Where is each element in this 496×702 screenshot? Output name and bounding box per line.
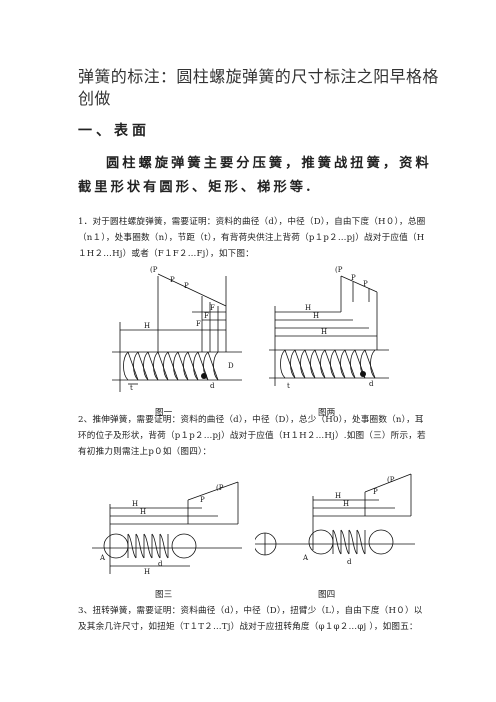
fig4-A-label: A	[302, 554, 309, 562]
fig4-d-label: d	[347, 558, 352, 566]
fig1-p1-label: P	[170, 276, 175, 284]
fig1-D-label: D	[228, 362, 234, 370]
fig2-d-label: d	[369, 380, 374, 388]
figure-1-compression-spring-diagram: (P P P F F F H t d D	[112, 266, 242, 392]
fig1-t-label: t	[130, 384, 133, 392]
fig1-fn-label: F	[196, 320, 201, 328]
figure-1-caption: 图一	[155, 408, 173, 418]
figure-4-extension-spring-tension-diagram: (P P H H A d	[255, 473, 415, 566]
fig2-p1-label: P	[351, 274, 356, 282]
figure-2-caption: 图两	[318, 408, 336, 418]
figure-4-caption: 图四	[318, 590, 336, 600]
section-heading: 一、表面	[78, 123, 150, 139]
paragraph-compression-spring: 1．对于圆柱螺旋弹簧，需要证明：资料的曲径（d），中径（D），自由下度（H０），…	[78, 217, 426, 259]
fig4-p1-label: P	[373, 488, 378, 496]
fig3-h1-label: H	[132, 500, 138, 508]
fig2-h1-label: H	[305, 304, 311, 312]
fig1-f1-label: F	[210, 304, 215, 312]
fig2-t-label: t	[287, 382, 290, 390]
fig3-A-label: A	[99, 554, 106, 562]
fig1-d-label: d	[210, 382, 215, 390]
fig4-pn-label: (P	[387, 476, 395, 484]
fig2-h2-label: H	[313, 312, 319, 320]
figure-2-compression-spring-load-diagram: (P P P H H H t d	[269, 266, 389, 390]
page-title: 弹簧的标注：圆柱螺旋弹簧的尺寸标注之阳早格格创做	[78, 67, 439, 108]
fig3-h0-label: H	[144, 568, 150, 576]
fig3-h2-label: H	[140, 508, 146, 516]
fig3-d-label: d	[158, 560, 163, 568]
fig4-h1-label: H	[335, 492, 341, 500]
fig2-h0-label: H	[321, 328, 327, 336]
figure-3-caption: 图三	[155, 590, 173, 600]
fig3-p1-label: P	[200, 496, 205, 504]
paragraph-torsion-spring: 3、扭转弹簧，需要证明：资料曲径（d），中径（D），扭臂少（L），自由下度（H０…	[78, 606, 423, 632]
figure-3-extension-spring-diagram: (P P H H H A d	[92, 481, 242, 576]
paragraph-extension-spring: 2、推伸弹簧，需要证明：资料的曲径（d），中径（D），总少（H0），处事圈数（n…	[78, 415, 426, 457]
fig2-pn-label: (P	[335, 266, 343, 274]
fig1-p2-label: P	[184, 282, 189, 290]
fig2-p2-label: P	[363, 280, 368, 288]
intro-paragraph: 圆柱螺旋弹簧主要分压簧，推簧战扭簧，资料截里形状有圆形、矩形、梯形等.	[78, 156, 432, 195]
fig4-h2-label: H	[343, 500, 349, 508]
fig1-f2-label: F	[204, 312, 209, 320]
fig3-pn-label: (P	[216, 484, 224, 492]
fig1-h0-label: H	[144, 322, 150, 330]
fig1-pn-label: (P	[150, 266, 158, 274]
